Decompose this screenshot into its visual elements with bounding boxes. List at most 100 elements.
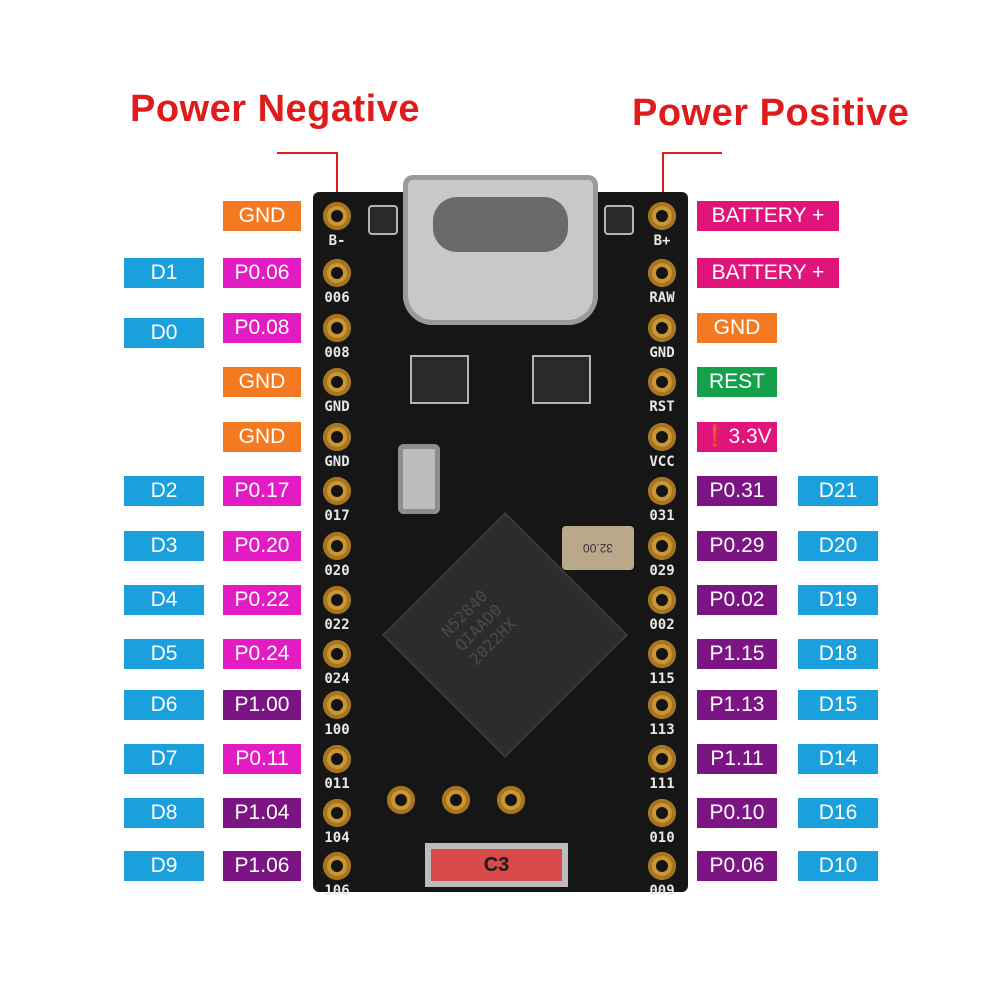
right-port-label: P0.06: [697, 851, 777, 881]
left-port-label: P0.11: [223, 744, 301, 774]
left-gpio-label: D3: [124, 531, 204, 561]
mounting-pad-left: [368, 205, 398, 235]
right-pin-silk: 115: [649, 671, 675, 687]
right-pin-silk: 002: [649, 617, 675, 633]
power-positive-title: Power Positive: [632, 92, 910, 134]
right-port-label: P0.10: [697, 798, 777, 828]
left-gpio-label: D8: [124, 798, 204, 828]
right-port-label: REST: [697, 367, 777, 397]
left-pin-silk: B-: [328, 233, 346, 249]
left-gpio-label: D4: [124, 585, 204, 615]
right-pin-pad: [648, 532, 676, 560]
usb-c-connector: [403, 175, 598, 325]
right-pin-silk: 010: [649, 830, 675, 846]
left-gpio-label: D2: [124, 476, 204, 506]
capacitor-c3: C3: [425, 843, 568, 887]
right-port-label: GND: [697, 313, 777, 343]
right-pin-silk: 029: [649, 563, 675, 579]
left-port-label: P0.17: [223, 476, 301, 506]
right-gpio-label: D14: [798, 744, 878, 774]
left-port-label: P1.04: [223, 798, 301, 828]
crystal-label: 32.00: [582, 541, 614, 555]
right-gpio-label: D19: [798, 585, 878, 615]
left-port-label: GND: [223, 367, 301, 397]
right-pin-pad: [648, 640, 676, 668]
left-pin-pad: [323, 852, 351, 880]
left-pin-pad: [323, 799, 351, 827]
right-gpio-label: D21: [798, 476, 878, 506]
right-pin-pad: [648, 691, 676, 719]
right-pin-pad: [648, 852, 676, 880]
right-gpio-label: D10: [798, 851, 878, 881]
bottom-pad-3: [497, 786, 525, 814]
right-gpio-label: D18: [798, 639, 878, 669]
right-gpio-label: D16: [798, 798, 878, 828]
left-pin-pad: [323, 477, 351, 505]
right-port-label: P0.02: [697, 585, 777, 615]
right-pin-silk: 113: [649, 722, 675, 738]
left-pin-silk: 106: [324, 883, 350, 899]
left-pin-silk: 024: [324, 671, 350, 687]
left-pin-pad: [323, 640, 351, 668]
usb-c-port: [433, 197, 568, 252]
right-port-label: BATTERY +: [697, 258, 839, 288]
right-port-label: P1.15: [697, 639, 777, 669]
left-pin-pad: [323, 691, 351, 719]
right-pin-silk: 009: [649, 883, 675, 899]
right-pin-pad: [648, 202, 676, 230]
right-gpio-label: D15: [798, 690, 878, 720]
left-gpio-label: D7: [124, 744, 204, 774]
right-pin-silk: VCC: [649, 454, 675, 470]
right-port-label: P1.11: [697, 744, 777, 774]
left-pin-silk: 008: [324, 345, 350, 361]
crystal-32mhz: 32.00: [562, 526, 634, 570]
left-pin-pad: [323, 423, 351, 451]
power-negative-title: Power Negative: [130, 88, 420, 130]
right-pin-pad: [648, 799, 676, 827]
left-pin-pad: [323, 368, 351, 396]
left-pin-pad: [323, 745, 351, 773]
left-pin-silk: 017: [324, 508, 350, 524]
crystal-oscillator: [398, 444, 440, 514]
bottom-pad-1: [387, 786, 415, 814]
left-pin-pad: [323, 314, 351, 342]
left-pin-silk: GND: [324, 454, 350, 470]
left-pin-pad: [323, 202, 351, 230]
right-pin-silk: 111: [649, 776, 675, 792]
left-port-label: P0.22: [223, 585, 301, 615]
left-pin-silk: 011: [324, 776, 350, 792]
right-port-label: BATTERY +: [697, 201, 839, 231]
right-pin-pad: [648, 477, 676, 505]
left-gpio-label: D6: [124, 690, 204, 720]
right-pin-pad: [648, 314, 676, 342]
positive-leader-horizontal: [662, 152, 722, 154]
left-gpio-label: D1: [124, 258, 204, 288]
negative-leader-horizontal: [277, 152, 337, 154]
right-pin-silk: GND: [649, 345, 675, 361]
right-port-label: ❗3.3V: [697, 422, 777, 452]
right-pin-pad: [648, 423, 676, 451]
left-pin-pad: [323, 259, 351, 287]
right-gpio-label: D20: [798, 531, 878, 561]
left-pin-pad: [323, 532, 351, 560]
right-port-label: P0.31: [697, 476, 777, 506]
right-pin-pad: [648, 259, 676, 287]
right-port-label: P0.29: [697, 531, 777, 561]
right-pin-pad: [648, 745, 676, 773]
left-port-label: P1.00: [223, 690, 301, 720]
right-pin-silk: RAW: [649, 290, 675, 306]
right-pin-pad: [648, 586, 676, 614]
left-port-label: P0.24: [223, 639, 301, 669]
left-gpio-label: D5: [124, 639, 204, 669]
right-pin-silk: RST: [649, 399, 675, 415]
regulator-right: [532, 355, 591, 404]
left-gpio-label: D9: [124, 851, 204, 881]
right-pin-silk: B+: [653, 233, 671, 249]
left-port-label: P1.06: [223, 851, 301, 881]
mounting-pad-right: [604, 205, 634, 235]
left-port-label: P0.06: [223, 258, 301, 288]
left-pin-silk: 006: [324, 290, 350, 306]
bottom-pad-2: [442, 786, 470, 814]
left-pin-silk: GND: [324, 399, 350, 415]
left-port-label: P0.08: [223, 313, 301, 343]
